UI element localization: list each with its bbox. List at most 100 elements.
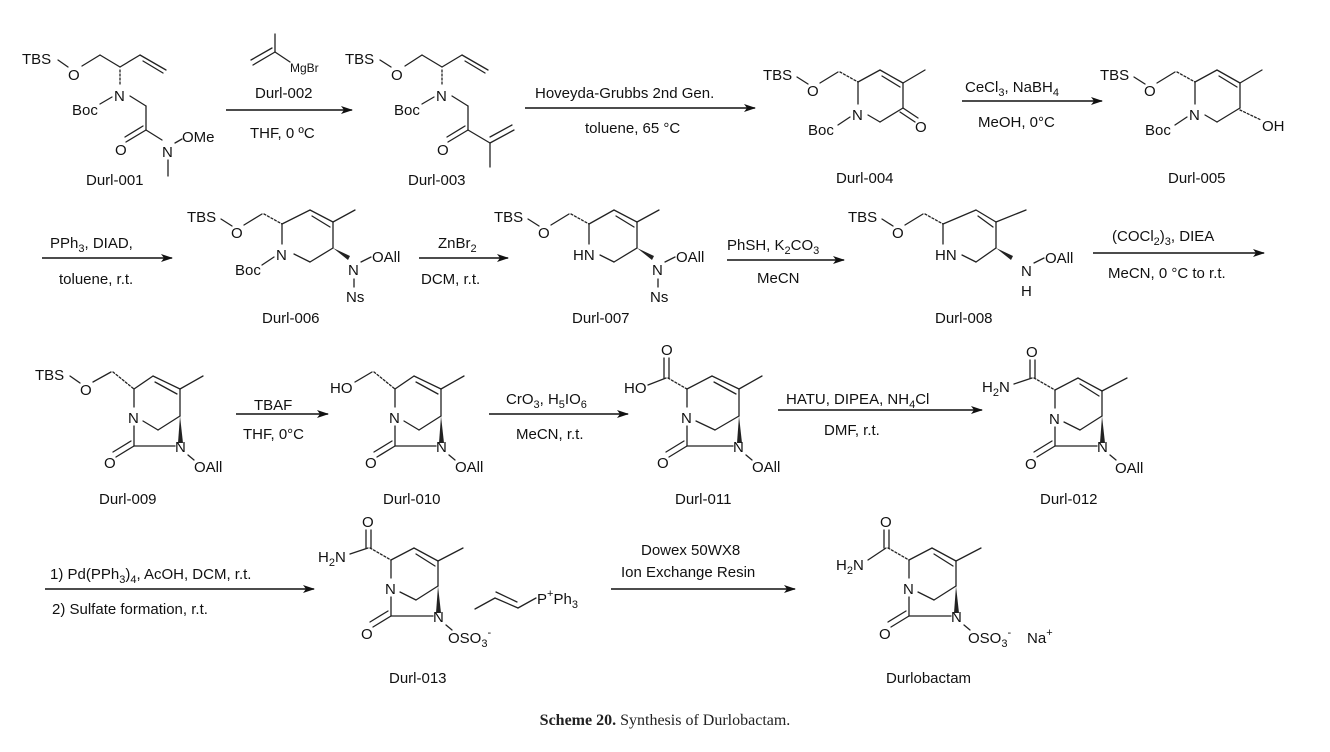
- nitrogen-label: N: [162, 144, 173, 161]
- boc-label: Boc: [808, 122, 834, 139]
- nitrogen-label: N: [1189, 107, 1200, 124]
- boc-label: Boc: [72, 102, 98, 119]
- oall-label: OAll: [194, 459, 222, 476]
- condition-below: THF, 0°C: [243, 426, 304, 443]
- caption-label: Scheme 20.: [539, 712, 617, 729]
- amide-nh2-label: H2N: [836, 557, 864, 577]
- compound-durl-010: HO N O N OAll Durl-010: [330, 371, 483, 508]
- compound-durl-001: TBS O N Boc O N OMe Durl-001: [22, 51, 215, 189]
- oxygen-label: O: [915, 119, 927, 136]
- nitrogen-label: N: [1021, 263, 1032, 280]
- compound-label: Durl-001: [86, 172, 144, 189]
- reaction-step-4: PPh3, DIAD, toluene, r.t.: [42, 235, 173, 288]
- boc-label: Boc: [235, 262, 261, 279]
- oxygen-label: O: [538, 225, 550, 242]
- compound-label: Durl-005: [1168, 170, 1226, 187]
- nitrogen-label: N: [903, 581, 914, 598]
- nitrogen-label: N: [951, 609, 962, 626]
- nitrogen-label: N: [389, 410, 400, 427]
- tbs-label: TBS: [345, 51, 374, 68]
- condition-above-line2: Ion Exchange Resin: [621, 564, 755, 581]
- compound-durl-012: O H2N N O N OAll Durl-012: [982, 344, 1143, 508]
- condition-below: toluene, 65 °C: [585, 120, 680, 137]
- oxygen-label: O: [657, 455, 669, 472]
- oall-label: OAll: [1115, 460, 1143, 477]
- condition-below: toluene, r.t.: [59, 271, 133, 288]
- condition-above: ZnBr2: [438, 235, 477, 255]
- compound-durl-009: TBS O N O N OAll Durl-009: [35, 367, 222, 508]
- condition-below: THF, 0 ºC: [250, 125, 315, 142]
- nitrogen-label: N: [652, 262, 663, 279]
- tbs-label: TBS: [1100, 67, 1129, 84]
- nitrogen-label: N: [114, 88, 125, 105]
- compound-durlobactam: O H2N N O N OSO3- Na+ Durlobactam: [836, 514, 1053, 687]
- compound-durl-011: O HO N O N OAll Durl-011: [624, 342, 780, 508]
- compound-durl-005: TBS O OH N Boc Durl-005: [1100, 67, 1285, 187]
- compound-label: Durl-007: [572, 310, 630, 327]
- tbs-label: TBS: [848, 209, 877, 226]
- caption-text: Synthesis of Durlobactam.: [620, 712, 791, 729]
- condition-above: 1) Pd(PPh3)4, AcOH, DCM, r.t.: [50, 566, 251, 586]
- mgbr-label: MgBr: [290, 61, 319, 75]
- oxygen-label: O: [80, 382, 92, 399]
- oall-label: OAll: [455, 459, 483, 476]
- ns-label: Ns: [650, 289, 668, 306]
- tbs-label: TBS: [494, 209, 523, 226]
- oxygen-label: O: [437, 142, 449, 159]
- nitrogen-label: N: [433, 609, 444, 626]
- reaction-step-8: TBAF THF, 0°C: [236, 397, 329, 443]
- nitrogen-label: N: [1097, 439, 1108, 456]
- ome-label: OMe: [182, 129, 215, 146]
- oxygen-label: O: [880, 514, 892, 531]
- reaction-step-10: HATU, DIPEA, NH4Cl DMF, r.t.: [778, 391, 983, 439]
- compound-label: Durl-012: [1040, 491, 1098, 508]
- amide-nh2-label: H2N: [318, 549, 346, 569]
- tbs-label: TBS: [22, 51, 51, 68]
- phosphonium-counterion: P+Ph3: [474, 588, 578, 611]
- nitrogen-label: N: [276, 247, 287, 264]
- sulfate-label: OSO3-: [448, 627, 491, 650]
- oxygen-label: O: [1025, 456, 1037, 473]
- condition-below: DMF, r.t.: [824, 422, 880, 439]
- condition-below: MeCN, r.t.: [516, 426, 584, 443]
- oall-label: OAll: [676, 249, 704, 266]
- reaction-step-9: CrO3, H5IO6 MeCN, r.t.: [489, 391, 629, 443]
- condition-above: Dowex 50WX8: [641, 542, 740, 559]
- oxygen-label: O: [879, 626, 891, 643]
- tbs-label: TBS: [35, 367, 64, 384]
- reaction-step-12: Dowex 50WX8 Ion Exchange Resin: [611, 542, 796, 593]
- nitrogen-label: N: [436, 439, 447, 456]
- condition-above: PhSH, K2CO3: [727, 237, 819, 257]
- nitrogen-label: N: [1049, 411, 1060, 428]
- compound-label: Durlobactam: [886, 670, 971, 687]
- oall-label: OAll: [372, 249, 400, 266]
- condition-below: MeOH, 0°C: [978, 114, 1055, 131]
- oxygen-label: O: [391, 67, 403, 84]
- compound-label: Durl-006: [262, 310, 320, 327]
- nitrogen-label: N: [436, 88, 447, 105]
- sulfate-label: OSO3-: [968, 627, 1011, 650]
- oxygen-label: O: [68, 67, 80, 84]
- nitrogen-label: N: [852, 107, 863, 124]
- condition-above: HATU, DIPEA, NH4Cl: [786, 391, 929, 411]
- oxygen-label: O: [115, 142, 127, 159]
- reaction-step-2: Hoveyda-Grubbs 2nd Gen. toluene, 65 °C: [525, 85, 756, 137]
- compound-durl-006: TBS O N OAll Ns N Boc Durl-006: [187, 209, 400, 327]
- nitrogen-label: N: [681, 410, 692, 427]
- oxygen-label: O: [1026, 344, 1038, 361]
- tbs-label: TBS: [187, 209, 216, 226]
- ns-label: Ns: [346, 289, 364, 306]
- compound-durl-013: O H2N N O N OSO3- Durl-013 P+Ph3: [318, 514, 578, 687]
- figure-caption: Scheme 20. Synthesis of Durlobactam.: [0, 712, 1330, 730]
- oxygen-label: O: [807, 83, 819, 100]
- nitrogen-label: N: [385, 581, 396, 598]
- condition-above: TBAF: [254, 397, 292, 414]
- oxygen-label: O: [231, 225, 243, 242]
- compound-durl-004: TBS O O N Boc Durl-004: [763, 67, 927, 187]
- oall-label: OAll: [752, 459, 780, 476]
- hydrogen-label: H: [1021, 283, 1032, 300]
- compound-label: Durl-004: [836, 170, 894, 187]
- tbs-label: TBS: [763, 67, 792, 84]
- compound-label: Durl-011: [675, 491, 731, 508]
